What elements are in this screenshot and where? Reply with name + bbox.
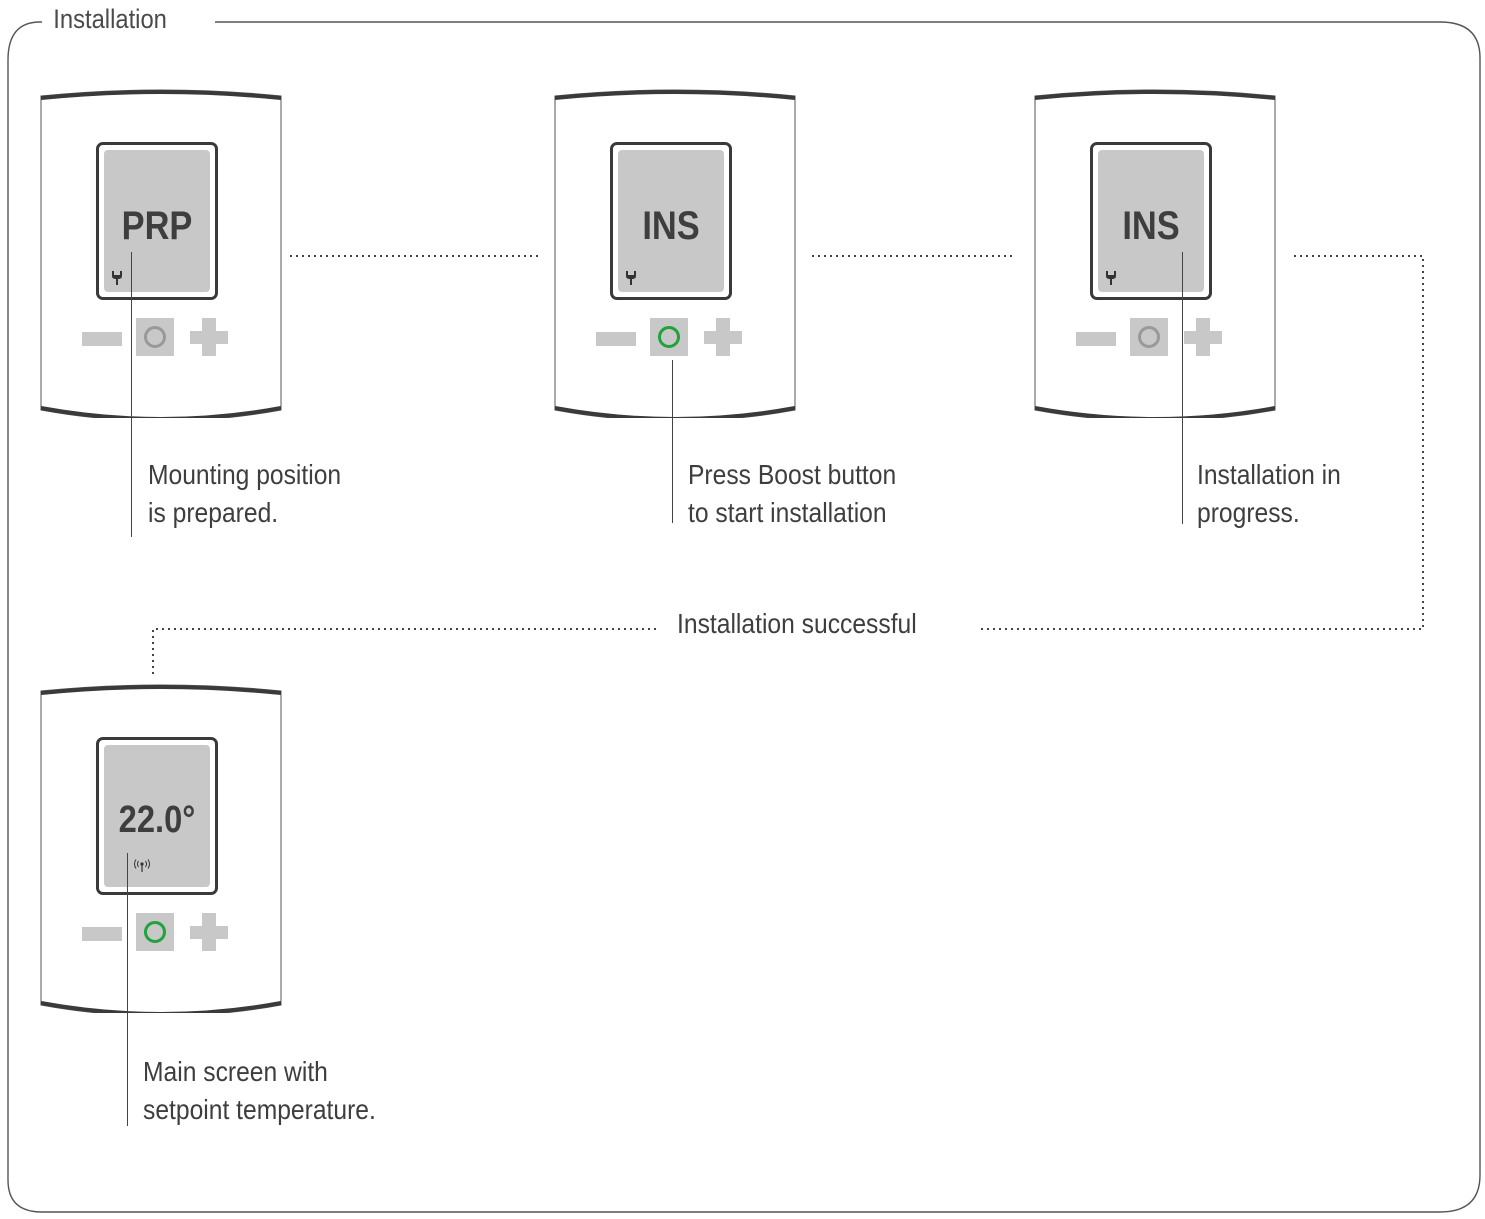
caption-line: is prepared. [148,497,279,528]
minus-button[interactable] [82,332,122,346]
connector-return-4 [152,628,656,675]
caption-step-1: Mounting position is prepared. [148,456,341,532]
installation-successful-label: Installation successful [670,608,924,640]
device-screen: PRP [96,142,218,300]
caption-line: setpoint temperature. [143,1094,376,1125]
caption-line: Press Boost button [688,459,897,490]
screen-display: INS [1098,150,1204,292]
screen-display: INS [618,150,724,292]
minus-button[interactable] [82,927,122,941]
minus-button[interactable] [596,332,636,346]
screen-display: 22.0° [104,745,210,887]
screen-display: PRP [104,150,210,292]
wrench-icon [626,271,636,285]
leader-line-4 [127,853,128,1126]
leader-line-1 [131,252,132,537]
screen-text: 22.0° [118,799,196,841]
plus-icon-bar [202,913,216,951]
thermostat-device-1: PRP [38,88,284,418]
plus-button[interactable] [704,318,742,356]
plus-button[interactable] [190,913,228,951]
plus-button[interactable] [1184,318,1222,356]
device-screen: INS [1090,142,1212,300]
device-screen: 22.0° [96,737,218,895]
caption-line: to start installation [688,497,887,528]
boost-button[interactable] [650,318,688,356]
thermostat-device-4: 22.0° [38,683,284,1013]
plus-button[interactable] [190,318,228,356]
caption-line: Main screen with [143,1056,328,1087]
caption-step-3: Installation in progress. [1197,456,1341,532]
plus-icon-bar [716,318,730,356]
plus-icon-bar [202,318,216,356]
antenna-icon [134,859,150,872]
wrench-icon [1106,271,1116,285]
caption-line: Mounting position [148,459,342,490]
wrench-icon [112,271,122,285]
caption-step-4: Main screen with setpoint temperature. [143,1053,376,1129]
frame-title: Installation [48,4,173,35]
boost-button[interactable] [136,318,174,356]
boost-ring-icon [144,326,166,348]
screen-text: INS [642,204,700,248]
minus-button[interactable] [1076,332,1116,346]
caption-line: progress. [1197,497,1300,528]
screen-text: INS [1122,204,1180,248]
device-screen: INS [610,142,732,300]
boost-ring-icon [658,326,680,348]
leader-line-2 [672,360,673,523]
boost-ring-icon [144,921,166,943]
caption-step-2: Press Boost button to start installation [688,456,896,532]
leader-line-3 [1182,252,1183,524]
boost-button[interactable] [136,913,174,951]
caption-line: Installation in [1197,459,1341,490]
thermostat-device-2: INS [552,88,798,418]
plus-icon-bar [1196,318,1210,356]
boost-button[interactable] [1130,318,1168,356]
thermostat-device-3: INS [1032,88,1278,418]
boost-ring-icon [1138,326,1160,348]
screen-text: PRP [121,204,193,248]
